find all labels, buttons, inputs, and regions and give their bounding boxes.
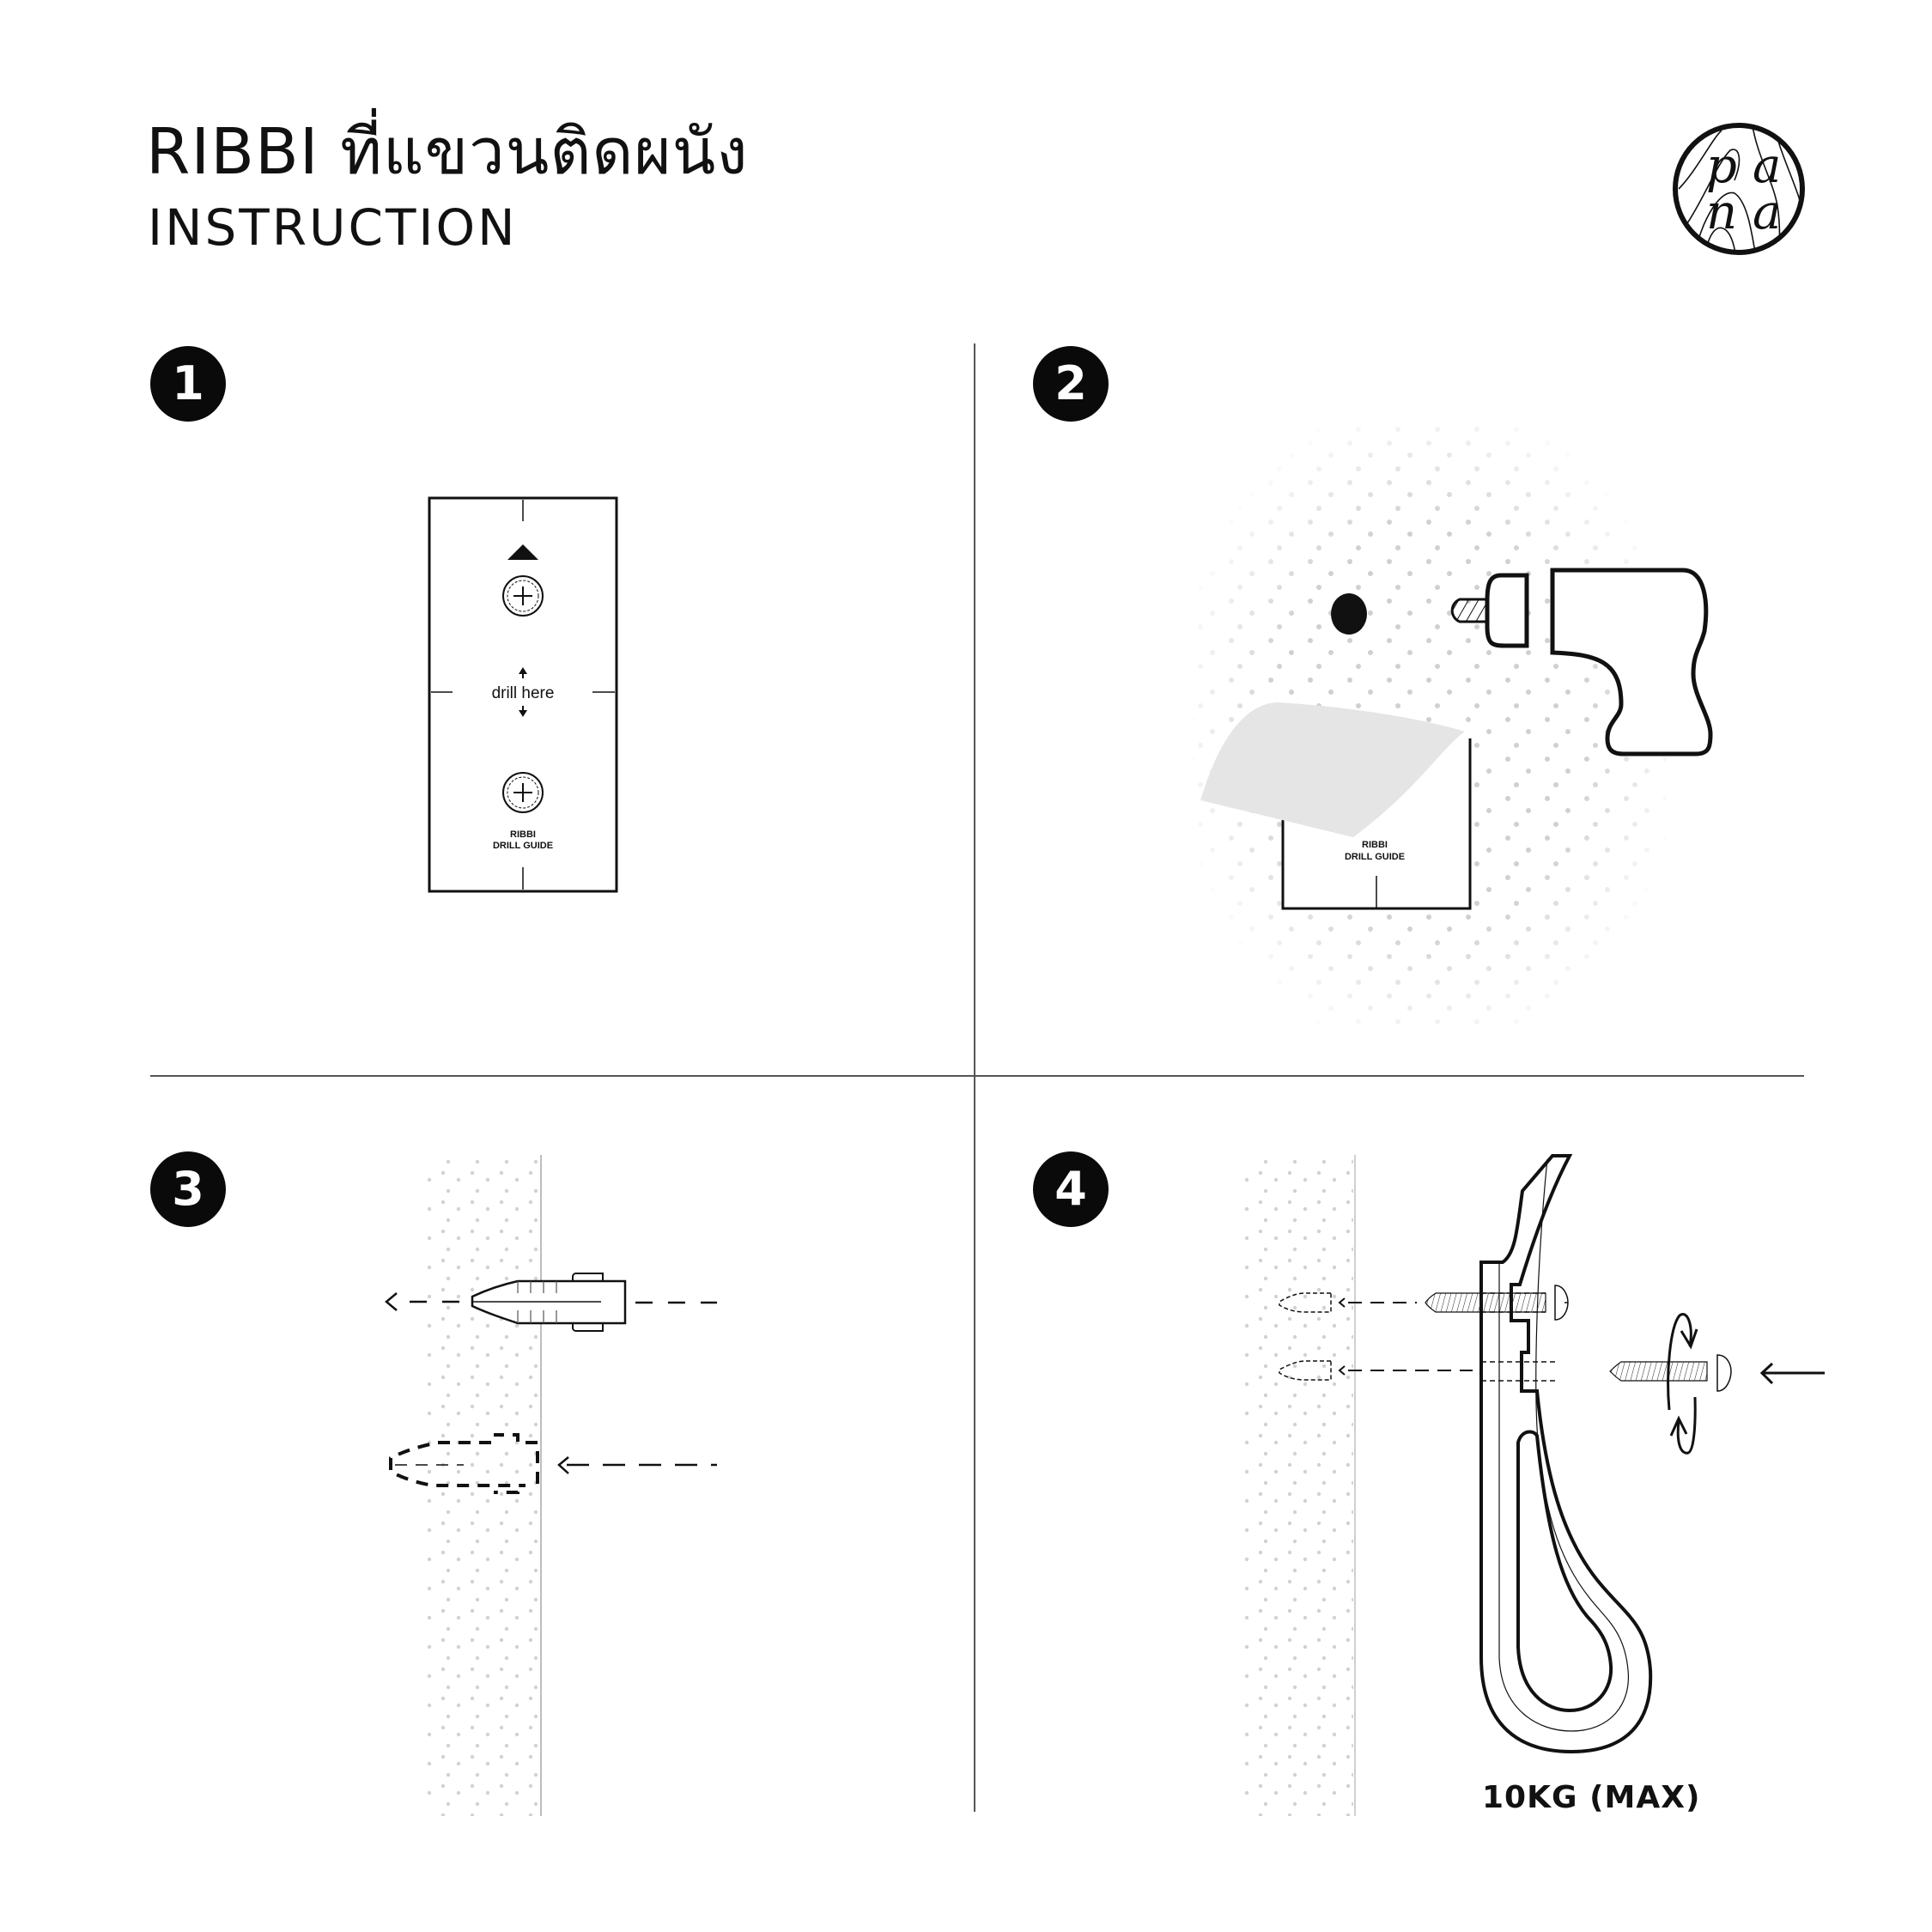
screw-icon (1425, 1285, 1569, 1321)
arrow-left-icon (1759, 1362, 1825, 1385)
wall-texture (1243, 1155, 1353, 1816)
page-subtitle: INSTRUCTION (148, 198, 518, 257)
screw-icon (1609, 1354, 1732, 1392)
drill-here-label: drill here (492, 684, 555, 702)
pana-logo: p a n a (1670, 120, 1807, 258)
logo-letter-n: n (1706, 185, 1738, 240)
anchor-outline-bottom (1279, 1360, 1332, 1381)
logo-letter-a2: a (1753, 185, 1782, 240)
step-1-badge: 1 (150, 346, 226, 422)
peeled-backing (1200, 702, 1465, 837)
up-triangle-icon (507, 544, 538, 560)
guide-label-line1: RIBBI (510, 829, 536, 840)
rotate-arrow-icon (1667, 1313, 1698, 1455)
logo-letter-a: a (1753, 138, 1782, 194)
svg-text:DRILL GUIDE: DRILL GUIDE (1345, 852, 1405, 862)
power-drill-icon (1485, 568, 1713, 756)
wood-grain-icon (1673, 123, 1805, 255)
wall-anchor-icon (471, 1273, 627, 1332)
horizontal-divider (150, 1075, 1804, 1077)
arrow-left-icon (557, 1456, 717, 1474)
step-2-illustration: RIBBI DRILL GUIDE (1194, 421, 1713, 1030)
svg-text:RIBBI: RIBBI (1362, 840, 1388, 850)
vertical-divider (974, 343, 975, 1812)
drill-hole (1331, 593, 1367, 635)
anchor-outline-top (1279, 1292, 1332, 1313)
arrow-left-icon (385, 1292, 717, 1311)
screw-mark-icon (502, 575, 544, 617)
step-4-illustration (1243, 1154, 1825, 1816)
step-2-badge: 2 (1033, 346, 1109, 422)
arrow-up-icon (519, 667, 527, 678)
ribbi-hook-icon (1479, 1154, 1653, 1754)
arrow-down-icon (519, 706, 527, 717)
screw-mark-icon (502, 772, 544, 813)
inserted-anchor-outline (389, 1433, 539, 1494)
step-4-badge: 4 (1033, 1151, 1109, 1227)
step-1-drill-guide: drill here RIBBI DRILL GUIDE (428, 496, 618, 893)
logo-letter-p: p (1706, 138, 1737, 194)
step-3-illustration (385, 1155, 717, 1816)
step-3-badge: 3 (150, 1151, 226, 1227)
page-title: RIBBI ที่แขวนติดผนัง (146, 115, 749, 189)
max-load-label: 10KG (MAX) (1482, 1780, 1701, 1815)
guide-label-line2: DRILL GUIDE (493, 841, 553, 851)
